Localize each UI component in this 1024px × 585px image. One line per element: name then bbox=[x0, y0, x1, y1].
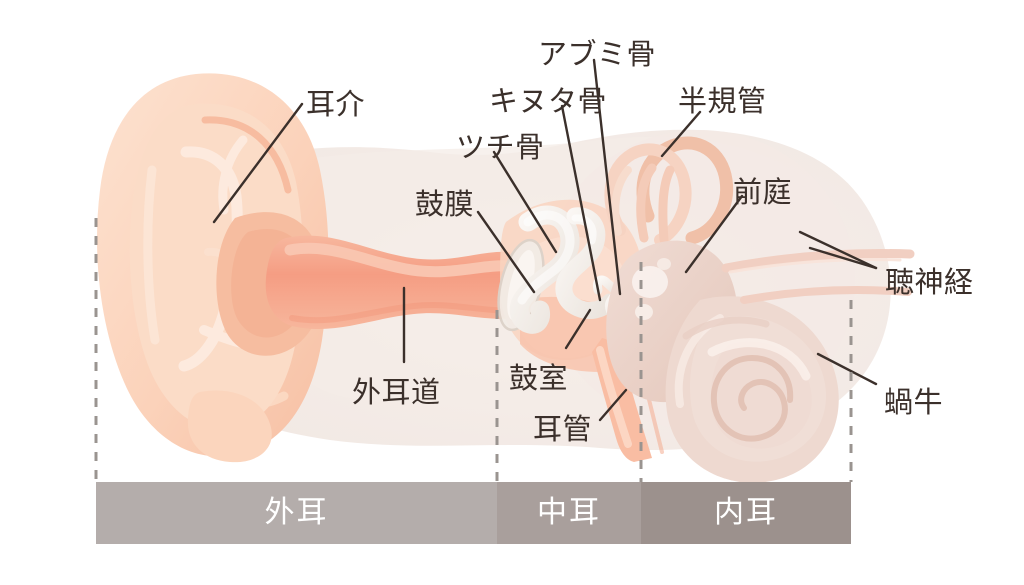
section-label-outer-ear: 外耳 bbox=[264, 495, 329, 530]
semicircular-canals bbox=[604, 136, 734, 246]
section-bar-inner-ear: 内耳 bbox=[641, 482, 851, 544]
leader-incus bbox=[560, 104, 602, 302]
external-auditory-canal bbox=[265, 235, 516, 329]
section-bar-outer-ear: 外耳 bbox=[96, 482, 497, 544]
label-cochlea: 蝸牛 bbox=[884, 385, 944, 419]
label-ear-canal: 外耳道 bbox=[352, 375, 441, 409]
leader-eustachian bbox=[598, 388, 628, 422]
label-tympanic-cavity: 鼓室 bbox=[509, 361, 569, 395]
leader-cochlea bbox=[816, 352, 878, 386]
label-malleus: ツチ骨 bbox=[456, 130, 545, 164]
label-eardrum: 鼓膜 bbox=[415, 187, 475, 221]
leader-nerve-lower bbox=[808, 246, 878, 270]
section-bar-middle-ear: 中耳 bbox=[497, 482, 641, 544]
label-auricle: 耳介 bbox=[306, 87, 366, 121]
label-eustachian-tube: 耳管 bbox=[533, 412, 593, 446]
label-stapes: アブミ骨 bbox=[538, 37, 657, 71]
label-vestibule: 前庭 bbox=[733, 175, 793, 209]
leader-tympanic-cavity bbox=[564, 308, 592, 350]
leader-stapes bbox=[592, 58, 622, 296]
label-auditory-nerve: 聴神経 bbox=[885, 265, 974, 299]
section-dividers bbox=[94, 218, 853, 482]
leader-semicircular bbox=[660, 110, 702, 158]
leader-lines bbox=[212, 58, 878, 422]
auricle-pinna bbox=[97, 73, 329, 463]
label-semicircular-canal: 半規管 bbox=[678, 84, 767, 118]
section-label-middle-ear: 中耳 bbox=[537, 495, 601, 530]
vestibule-and-cochlea bbox=[606, 240, 839, 483]
leader-eardrum bbox=[476, 210, 536, 294]
leader-auricle bbox=[212, 102, 304, 224]
leader-nerve-upper bbox=[798, 230, 878, 270]
auditory-nerve bbox=[721, 249, 915, 304]
label-incus: キヌタ骨 bbox=[489, 84, 608, 118]
leader-vestibule bbox=[684, 194, 744, 274]
section-label-inner-ear: 内耳 bbox=[714, 495, 778, 530]
leader-malleus bbox=[492, 150, 558, 254]
